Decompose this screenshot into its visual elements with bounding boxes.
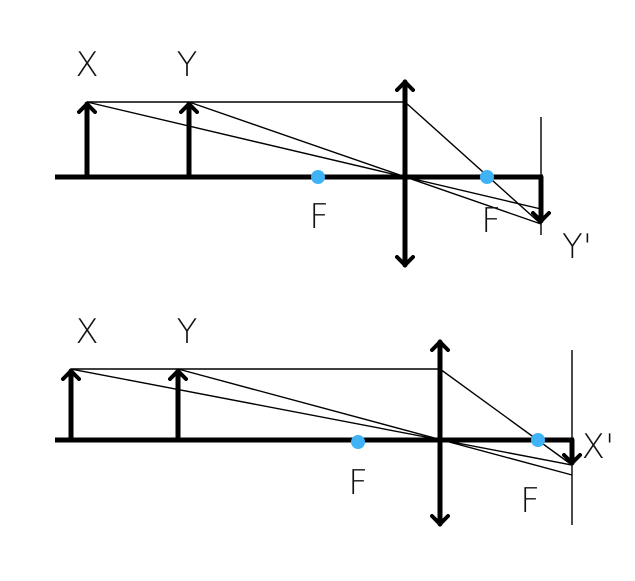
image-label: Y' bbox=[562, 227, 592, 267]
bottom-diagram: X Y F F X' bbox=[55, 312, 615, 527]
refracted-ray bbox=[439, 368, 573, 466]
central-ray-x bbox=[70, 368, 573, 466]
focal-label-left: F bbox=[348, 463, 368, 503]
object-label-x: X bbox=[75, 312, 98, 352]
focal-point-right bbox=[531, 433, 545, 447]
top-diagram: X Y F F Y' bbox=[55, 45, 592, 268]
image-label: X' bbox=[582, 427, 615, 467]
object-label-y: Y bbox=[177, 45, 198, 85]
focal-point-right bbox=[480, 170, 494, 184]
object-label-y: Y bbox=[177, 312, 198, 352]
focal-label-right: F bbox=[481, 201, 501, 241]
focal-label-left: F bbox=[309, 197, 329, 237]
focal-point-left bbox=[351, 435, 365, 449]
focal-point-left bbox=[311, 170, 325, 184]
central-ray-y bbox=[188, 101, 542, 225]
object-label-x: X bbox=[75, 45, 98, 85]
central-ray-x bbox=[86, 101, 542, 210]
refracted-ray bbox=[404, 101, 542, 225]
focal-label-right: F bbox=[520, 481, 540, 521]
central-ray-y bbox=[177, 368, 573, 476]
